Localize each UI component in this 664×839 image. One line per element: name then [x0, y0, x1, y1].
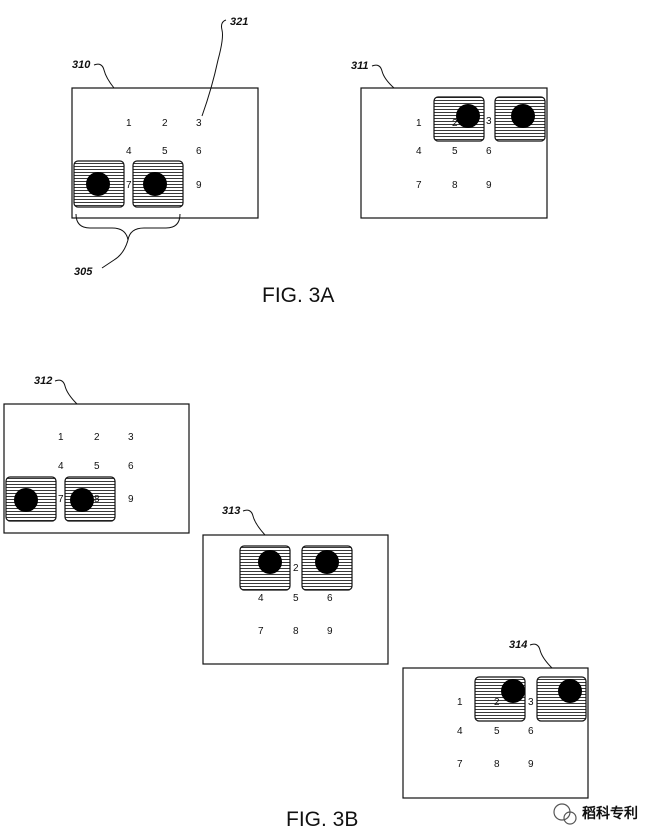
digit-5: 5: [293, 593, 299, 604]
screen-311: [360, 87, 548, 219]
digit-5: 5: [162, 146, 168, 157]
ref-label-310: 310: [72, 59, 91, 71]
digit-3: 3: [486, 116, 492, 127]
leader-310: [93, 63, 115, 89]
wechat-icon: [563, 811, 577, 825]
digit-9: 9: [486, 180, 492, 191]
digit-8: 8: [494, 759, 500, 770]
digit-7: 7: [457, 759, 463, 770]
digit-4: 4: [416, 146, 422, 157]
digit-1: 1: [58, 432, 64, 443]
digit-7: 7: [126, 180, 132, 191]
touch-dot: [315, 550, 339, 574]
ref-label-321: 321: [230, 16, 248, 28]
leader-311: [371, 64, 395, 89]
digit-2: 2: [452, 118, 458, 129]
panel-313: 313 2 4 5 6 7 8 9: [202, 505, 389, 665]
digit-7: 7: [258, 626, 264, 637]
digit-2: 2: [494, 697, 500, 708]
digit-2: 2: [94, 432, 100, 443]
digit-6: 6: [128, 461, 134, 472]
digit-9: 9: [128, 494, 134, 505]
leader-321: [201, 19, 227, 117]
watermark: 稻科专利: [553, 803, 638, 825]
digit-5: 5: [494, 726, 500, 737]
touch-dot: [86, 172, 110, 196]
touch-dot: [70, 488, 94, 512]
screen-312: [3, 403, 190, 534]
digit-4: 4: [457, 726, 463, 737]
digit-2: 2: [162, 118, 168, 129]
digit-1: 1: [126, 118, 132, 129]
ref-label-311: 311: [351, 60, 369, 72]
touch-dot: [511, 104, 535, 128]
digit-9: 9: [196, 180, 202, 191]
panel-312: 312 1 2 3 4 5 6 9 7 8: [3, 375, 190, 534]
leader-305: [101, 239, 129, 269]
screen-310: [71, 87, 259, 219]
digit-7: 7: [416, 180, 422, 191]
touch-dot: [558, 679, 582, 703]
digit-3: 3: [128, 432, 134, 443]
panel-314: 314 1 2 3 4 5 6 7 8 9: [402, 639, 589, 799]
digit-8: 8: [452, 180, 458, 191]
ref-label-313: 313: [222, 505, 240, 517]
ref-label-312: 312: [34, 375, 52, 387]
digit-9: 9: [528, 759, 534, 770]
touch-dot: [143, 172, 167, 196]
digit-1: 1: [416, 118, 422, 129]
digit-4: 4: [126, 146, 132, 157]
digit-6: 6: [486, 146, 492, 157]
leader-313: [242, 509, 266, 536]
digit-4: 4: [58, 461, 64, 472]
digit-2: 2: [293, 563, 299, 574]
ref-label-305: 305: [74, 266, 93, 278]
digit-7: 7: [58, 494, 64, 505]
panel-311: 311 1 3 4 5 6 7 8 9 2: [351, 60, 548, 219]
digit-5: 5: [94, 461, 100, 472]
touch-dot: [501, 679, 525, 703]
digit-6: 6: [528, 726, 534, 737]
digit-4: 4: [258, 593, 264, 604]
digit-8: 8: [293, 626, 299, 637]
touch-dot: [14, 488, 38, 512]
digit-6: 6: [327, 593, 333, 604]
figure-caption-3a: FIG. 3A: [262, 284, 334, 307]
touch-dot: [258, 550, 282, 574]
screen-313: [202, 534, 389, 665]
digit-5: 5: [452, 146, 458, 157]
leader-312: [54, 379, 78, 405]
digit-1: 1: [457, 697, 463, 708]
digit-8: 8: [94, 494, 100, 505]
ref-label-314: 314: [509, 639, 527, 651]
figure-caption-3b: FIG. 3B: [286, 808, 358, 831]
digit-3: 3: [528, 697, 534, 708]
touch-dot: [456, 104, 480, 128]
screen-314: [402, 667, 589, 799]
digit-6: 6: [196, 146, 202, 157]
panel-310: 310 321 1 2 3 4 5 6 7 9 305: [71, 16, 259, 278]
digit-3: 3: [196, 118, 202, 129]
watermark-text: 稻科专利: [582, 805, 638, 821]
leader-314: [529, 643, 553, 669]
digit-9: 9: [327, 626, 333, 637]
